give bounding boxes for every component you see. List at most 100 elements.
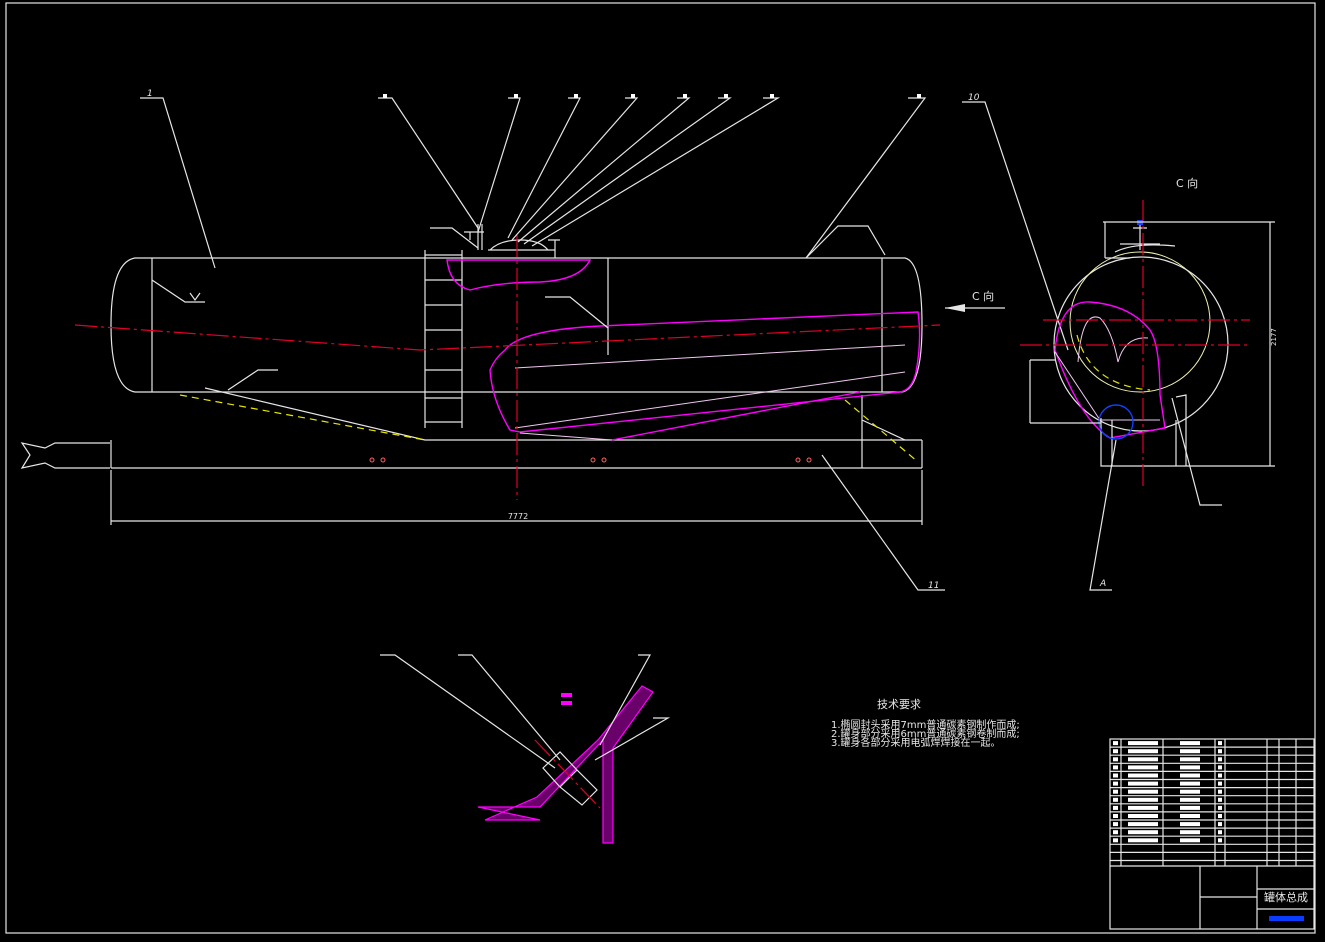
level-symbol-lower bbox=[227, 369, 278, 391]
title-block-cell-mark bbox=[1180, 749, 1200, 754]
title-block-cell-mark bbox=[1128, 765, 1158, 770]
title-block-cell-mark bbox=[1128, 781, 1158, 786]
mounting-bolts bbox=[369, 457, 812, 463]
title-block-cell-mark bbox=[1180, 805, 1200, 810]
title-block-cell-mark bbox=[1218, 765, 1222, 770]
title-block-cell-mark bbox=[1128, 741, 1158, 746]
title-block-cell-mark bbox=[1218, 773, 1222, 778]
inner-tank-inner bbox=[514, 344, 906, 441]
title-block-cell-mark bbox=[1218, 822, 1222, 827]
detail-a-view bbox=[380, 654, 671, 844]
tech-req-item-1: 1.椭圆封头采用7mm普通碳素钢制作而成; bbox=[831, 718, 1020, 731]
length-dimension-line bbox=[110, 470, 923, 525]
detail-a-circle bbox=[1098, 404, 1134, 440]
level-leader bbox=[1171, 397, 1222, 506]
inner-tank-walls bbox=[1054, 316, 1160, 421]
manhole-cutaway bbox=[446, 259, 592, 291]
title-block: 罐体总成 bbox=[1109, 738, 1315, 930]
level-symbol-valve bbox=[430, 227, 479, 249]
hidden-arc bbox=[1076, 334, 1151, 391]
detail-label-a: A bbox=[1099, 579, 1106, 589]
title-block-cell-mark bbox=[1218, 830, 1222, 835]
title-block-cell-mark bbox=[1128, 805, 1158, 810]
title-block-cell-mark bbox=[1180, 741, 1200, 746]
title-block-cell-mark bbox=[1180, 757, 1200, 762]
title-block-cell-mark bbox=[1113, 741, 1118, 746]
side-centerlines bbox=[1020, 200, 1250, 490]
view-arrow-icon bbox=[945, 304, 965, 312]
title-block-cell-mark bbox=[1180, 797, 1200, 802]
drawing-name: 罐体总成 bbox=[1264, 890, 1308, 904]
title-block-cell-mark bbox=[1180, 789, 1200, 794]
title-block-cell-mark bbox=[1113, 789, 1118, 794]
section-mark bbox=[561, 693, 572, 697]
title-block-cell-mark bbox=[1113, 822, 1118, 827]
title-block-cell-mark bbox=[1218, 838, 1222, 843]
title-block-cell-mark bbox=[1180, 814, 1200, 818]
detail-centerline bbox=[534, 739, 601, 809]
title-accent-bar bbox=[1269, 916, 1304, 921]
inner-tank-section bbox=[1054, 301, 1166, 439]
title-block-cell-mark bbox=[1218, 741, 1222, 746]
title-block-cell-mark bbox=[1218, 781, 1222, 786]
height-dimension: 2177 bbox=[1270, 328, 1278, 346]
title-block-cell-mark bbox=[1128, 749, 1158, 754]
title-block-cell-mark bbox=[1128, 773, 1158, 778]
title-block-cell-mark bbox=[1218, 749, 1222, 754]
technical-requirements: 技术要求 1.椭圆封头采用7mm普通碳素钢制作而成; 2.罐身部分采用6mm普通… bbox=[831, 698, 1020, 749]
leader-lines bbox=[140, 94, 1069, 591]
main-view: 7772 C 向 1 10 11 bbox=[20, 89, 1069, 591]
top-valve bbox=[1114, 222, 1176, 253]
title-block-cell-mark bbox=[1218, 789, 1222, 794]
title-block-cell-mark bbox=[1113, 805, 1118, 810]
part-label-10: 10 bbox=[968, 93, 980, 103]
title-block-cell-mark bbox=[1128, 757, 1158, 762]
detail-leader bbox=[1089, 439, 1117, 591]
level-symbol-left bbox=[151, 279, 205, 303]
tank-cross-section bbox=[1053, 256, 1229, 432]
title-block-cell-mark bbox=[1128, 822, 1158, 827]
title-block-cell-mark bbox=[1180, 765, 1200, 770]
hidden-line-rear bbox=[844, 399, 919, 463]
part-label-11: 11 bbox=[928, 581, 939, 591]
tech-req-title: 技术要求 bbox=[877, 698, 921, 711]
discharge-pipe bbox=[20, 442, 110, 469]
tank-shell bbox=[110, 257, 923, 393]
title-block-cell-mark bbox=[1180, 822, 1200, 827]
level-symbol-top bbox=[805, 225, 886, 259]
detail-leaders bbox=[380, 654, 671, 769]
title-block-cell-mark bbox=[1180, 838, 1200, 843]
side-view-title: C 向 bbox=[1176, 176, 1198, 190]
title-block-cell-mark bbox=[1113, 830, 1118, 835]
title-block-cell-mark bbox=[1128, 830, 1158, 835]
title-block-cell-mark bbox=[1113, 838, 1118, 843]
title-block-cell-mark bbox=[1218, 757, 1222, 762]
title-block-cell-mark bbox=[1113, 757, 1118, 762]
title-block-cell-mark bbox=[1128, 814, 1158, 818]
part-label-1: 1 bbox=[147, 89, 153, 99]
supports bbox=[1100, 394, 1275, 467]
title-block-cell-mark bbox=[1128, 789, 1158, 794]
title-block-cell-mark bbox=[1113, 814, 1118, 818]
title-block-cell-mark bbox=[1180, 781, 1200, 786]
title-block-cell-mark bbox=[1113, 773, 1118, 778]
title-block-cell-mark bbox=[1218, 797, 1222, 802]
bolt-block bbox=[542, 751, 598, 806]
title-block-cell-mark bbox=[1218, 805, 1222, 810]
title-block-cell-mark bbox=[1180, 773, 1200, 778]
title-block-cell-mark bbox=[1113, 765, 1118, 770]
inner-circle bbox=[1069, 251, 1211, 393]
title-block-cell-mark bbox=[1113, 797, 1118, 802]
title-block-cell-mark bbox=[1218, 814, 1222, 818]
rear-support bbox=[861, 395, 906, 468]
ladder bbox=[424, 250, 463, 428]
centerline-horizontal bbox=[74, 324, 941, 351]
title-block-cell-mark bbox=[1128, 838, 1158, 843]
hatched-section bbox=[477, 685, 654, 844]
title-block-cell-mark bbox=[1180, 830, 1200, 835]
title-block-cell-mark bbox=[1113, 749, 1118, 754]
tech-req-item-3: 3.罐身各部分采用电弧焊焊接在一起。 bbox=[831, 736, 1001, 749]
inner-tank-outer bbox=[489, 311, 921, 433]
